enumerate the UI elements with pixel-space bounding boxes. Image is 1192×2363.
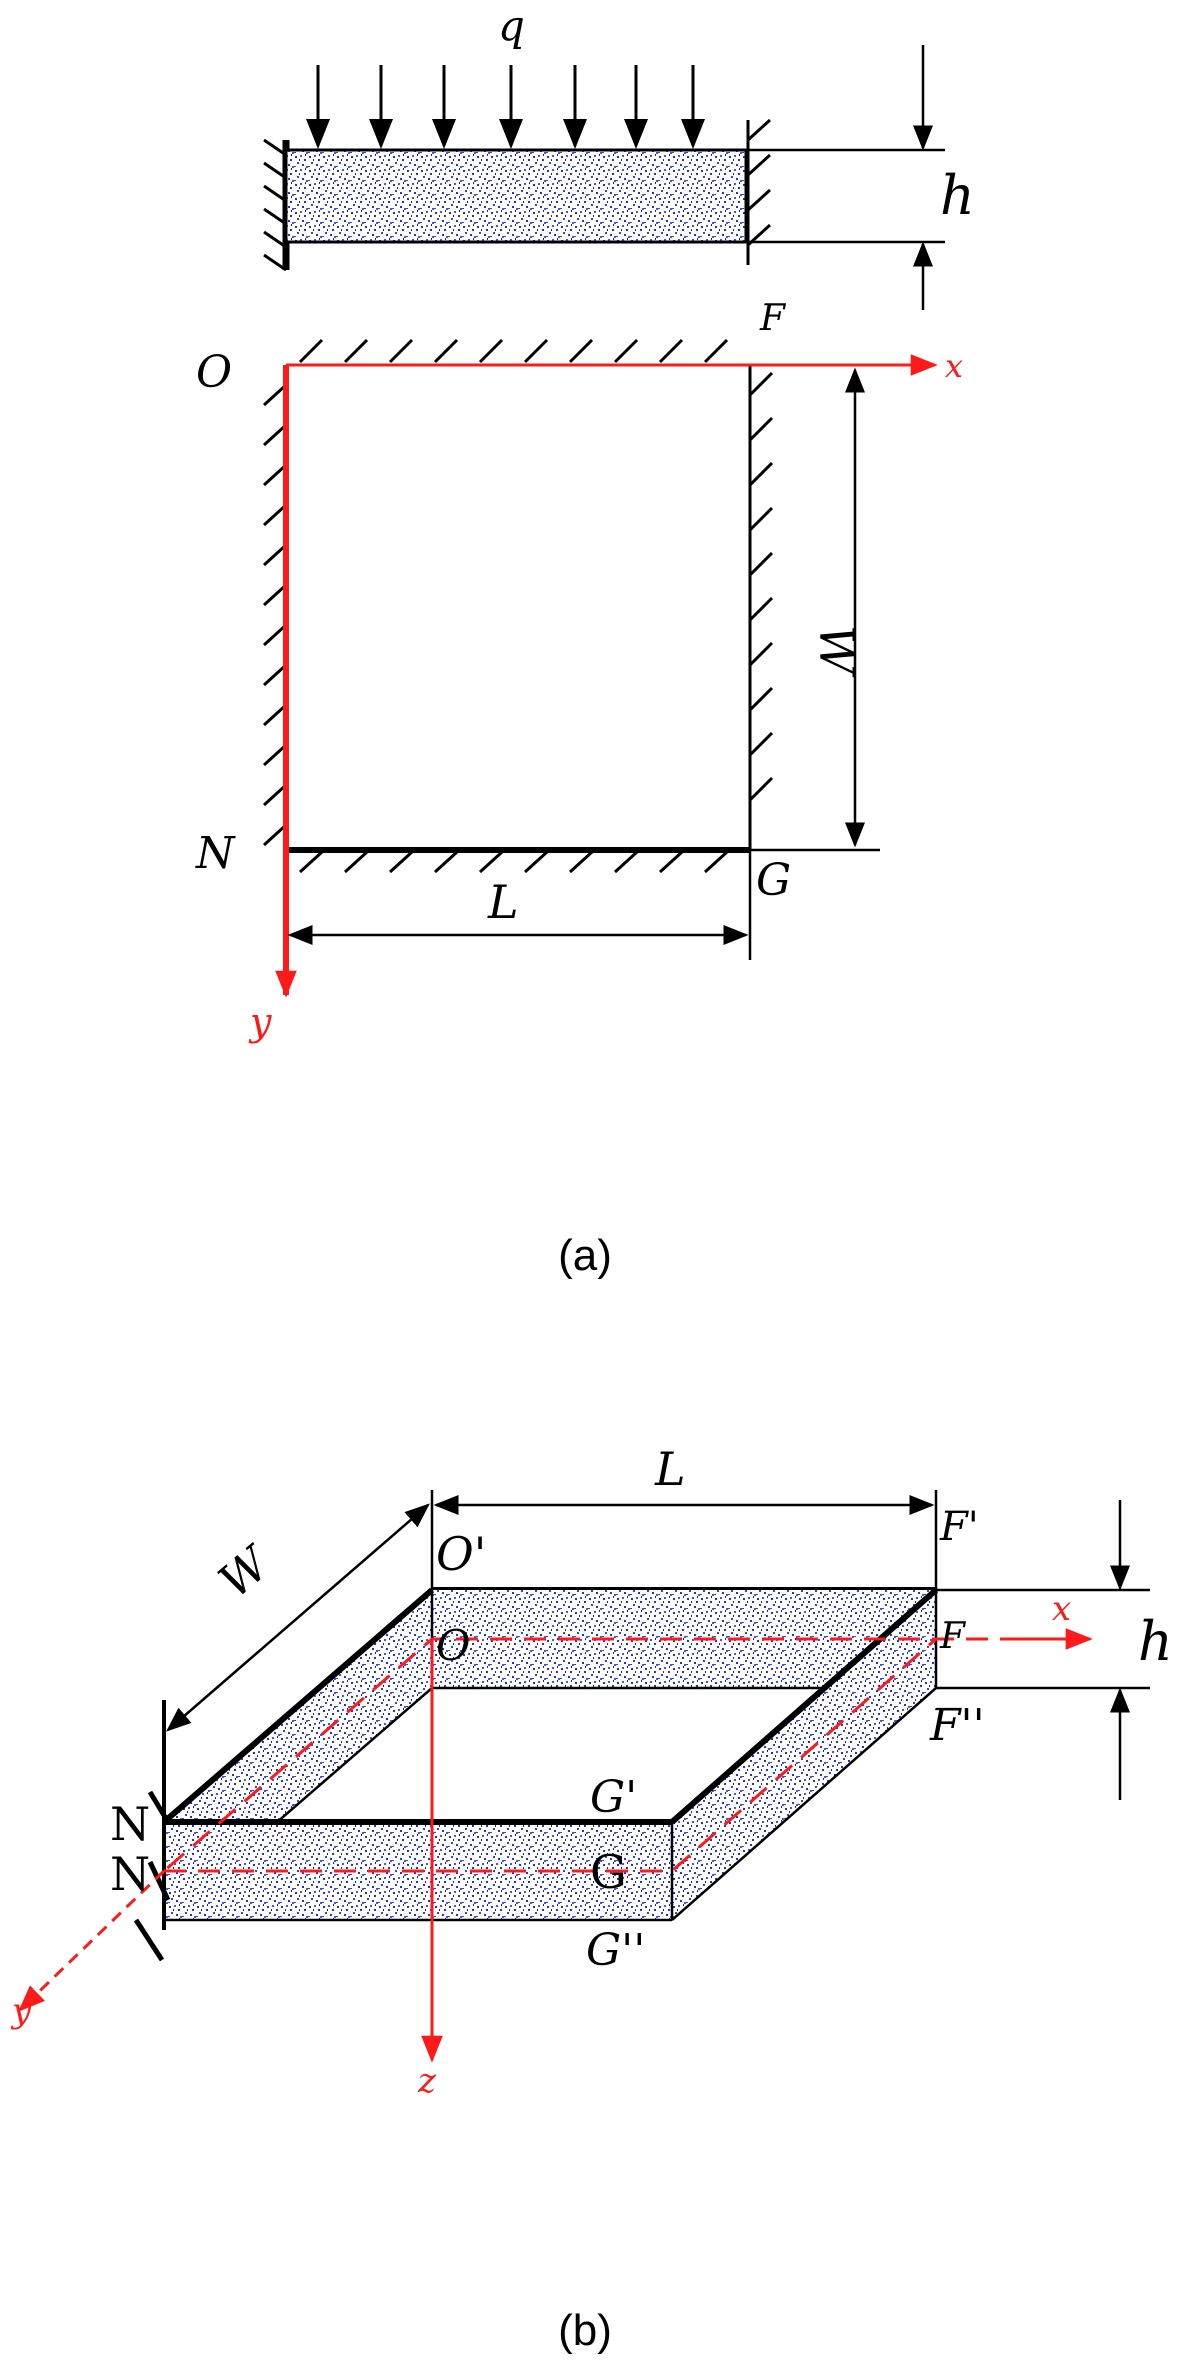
- point-o-label: O: [196, 347, 232, 398]
- width-dimension-b: [162, 1503, 430, 1822]
- y-axis-label-b: y: [10, 1991, 32, 2031]
- point-n-label: N: [195, 828, 236, 879]
- point-g-label-b: G: [590, 1845, 627, 1899]
- plan-view: W L O F N G x y: [195, 298, 963, 1044]
- load-label: q: [498, 1, 525, 50]
- width-label-b: W: [208, 1534, 282, 1608]
- figure-b: L W h O' O F' F F'' G' G G'' N N x y z (…: [10, 1442, 1173, 2355]
- distributed-load-arrows: [306, 65, 705, 149]
- thickness-label-b: h: [1138, 1610, 1173, 1673]
- point-f-bottom-label: F'': [929, 1700, 985, 1751]
- length-dimension-b: [430, 1490, 938, 1590]
- length-dimension: [287, 850, 752, 960]
- point-g-label: G: [756, 855, 791, 906]
- z-axis-label: z: [417, 2061, 437, 2101]
- width-label: W: [808, 625, 864, 678]
- thickness-dimension-b: [936, 1500, 1150, 1800]
- thickness-label: h: [940, 164, 975, 227]
- point-g-top-label: G': [590, 1772, 637, 1823]
- beam-fill: [284, 148, 748, 244]
- point-f-top-label: F': [939, 1504, 979, 1550]
- point-o-top-label: O': [436, 1527, 486, 1581]
- point-o-label-b: O: [436, 1621, 470, 1670]
- figure-a: q h: [195, 1, 975, 1280]
- point-n-top-label: N: [110, 1797, 150, 1851]
- back-slab-fill: [432, 1590, 936, 1688]
- point-g-bottom-label: G'': [586, 1925, 645, 1976]
- beam-side-view: q h: [263, 1, 975, 310]
- x-axis-label-b: x: [1052, 1589, 1071, 1629]
- y-axis-label: y: [248, 1000, 272, 1044]
- length-label: L: [487, 875, 519, 929]
- caption-a: (a): [558, 1231, 612, 1280]
- length-label-b: L: [654, 1442, 686, 1496]
- caption-b: (b): [558, 2306, 612, 2355]
- y-axis-line-b: [18, 1869, 166, 2012]
- point-f-label-b: F: [939, 1616, 967, 1657]
- thickness-dimension: [748, 45, 945, 310]
- point-n-label-b: N: [110, 1847, 150, 1901]
- x-axis-label: x: [945, 347, 963, 385]
- point-f-label: F: [759, 298, 787, 339]
